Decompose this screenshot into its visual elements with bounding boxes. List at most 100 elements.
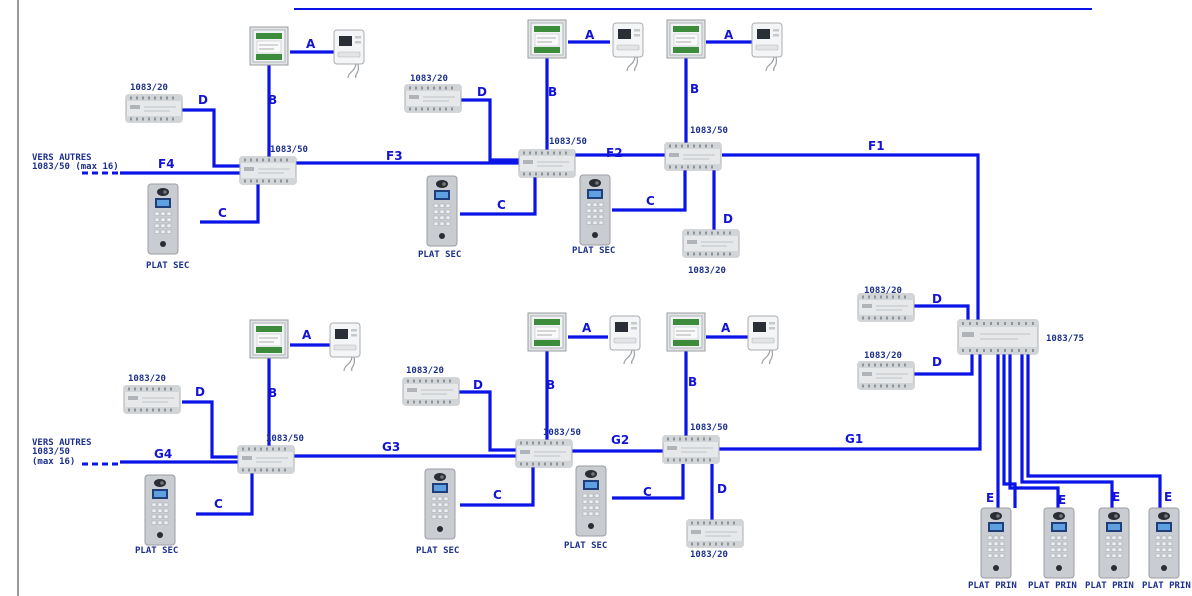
plat-sec-label: PLAT SEC (564, 541, 607, 551)
power-supply-label: 1083/20 (410, 74, 448, 84)
distributor-module (239, 156, 297, 185)
distributor-label: 1083/50 (690, 126, 728, 136)
interface-box (527, 312, 567, 352)
plat-prin-label: PLAT PRIN (1028, 581, 1077, 591)
power-supply-module (123, 385, 181, 414)
power-supply-label: 1083/20 (864, 351, 902, 361)
power-supply-label: 1083/20 (128, 374, 166, 384)
power-supply-module (682, 229, 740, 258)
wire-label-b: B (268, 93, 277, 107)
wire-label-c: C (646, 194, 655, 208)
interface-box (666, 19, 706, 59)
intercom-monitor (333, 29, 365, 79)
wire-label-d: D (932, 355, 942, 369)
wire-label-f1: F1 (868, 139, 885, 153)
intercom-monitor (747, 315, 779, 365)
interface-box (249, 319, 289, 359)
distributor-module (664, 142, 722, 171)
intercom-monitor (751, 22, 783, 72)
wire-label-g2: G2 (611, 433, 629, 447)
interface-box (666, 312, 706, 352)
intercom-monitor (329, 322, 361, 372)
plat-sec-label: PLAT SEC (572, 246, 615, 256)
power-supply-module (857, 293, 915, 322)
vers-autres-sub-label: 1083/50 (32, 447, 70, 457)
wire-label-b: B (546, 378, 555, 392)
power-supply-label: 1083/20 (690, 550, 728, 560)
vers-autres-label: VERS AUTRES (32, 438, 92, 448)
distributor-label: 1083/50 (549, 137, 587, 147)
distributor-module (515, 439, 573, 468)
wire-label-b: B (690, 82, 699, 96)
door-panel-prin (1148, 507, 1180, 579)
wire-label-a: A (721, 321, 731, 335)
wire-label-b: B (548, 85, 557, 99)
plat-sec-label: PLAT SEC (416, 546, 459, 556)
distributor-label: 1083/50 (266, 434, 304, 444)
device-labels: 1083/20 1083/50 PLAT SEC VERS AUTRES 108… (32, 74, 1191, 591)
distributor-module (518, 149, 576, 178)
wire-label-d: D (198, 93, 208, 107)
wire-label-d: D (717, 482, 727, 496)
wire-label-c: C (497, 198, 506, 212)
intercom-monitor (609, 315, 641, 365)
wire-label-b: B (268, 386, 277, 400)
vers-autres-sub-label: 1083/50 (max 16) (32, 162, 119, 172)
power-supply-label: 1083/20 (130, 83, 168, 93)
wire-label-d: D (932, 292, 942, 306)
power-supply-module (686, 519, 744, 548)
distributor-label: 1083/50 (543, 428, 581, 438)
door-panel-sec (426, 175, 458, 247)
door-panel-sec (424, 468, 456, 540)
wire-label-e: E (1058, 493, 1066, 507)
main-unit-label: 1083/75 (1046, 334, 1084, 344)
wire-label-f3: F3 (386, 149, 403, 163)
plat-sec-label: PLAT SEC (146, 261, 189, 271)
wire-label-f2: F2 (606, 146, 623, 160)
wire-label-g3: G3 (382, 440, 400, 454)
wire-label-e: E (986, 491, 994, 505)
wire-label-d: D (477, 85, 487, 99)
wire-label-g4: G4 (154, 447, 172, 461)
wire-label-c: C (643, 485, 652, 499)
power-supply-label: 1083/20 (406, 366, 444, 376)
plat-prin-label: PLAT PRIN (1085, 581, 1134, 591)
wire-label-g1: G1 (845, 432, 863, 446)
wire-label-b: B (688, 375, 697, 389)
power-supply-label: 1083/20 (864, 286, 902, 296)
wires (82, 40, 1162, 522)
door-panel-sec (144, 474, 176, 546)
distributor-module (662, 435, 720, 464)
wire-label-a: A (306, 37, 316, 51)
wire-label-c: C (493, 488, 502, 502)
wire-label-d: D (473, 378, 483, 392)
vers-autres-max-label: (max 16) (32, 457, 75, 467)
plat-prin-label: PLAT PRIN (1142, 581, 1191, 591)
door-panel-sec (579, 174, 611, 246)
interface-box (249, 26, 289, 66)
wire-label-c: C (218, 206, 227, 220)
distributor-label: 1083/50 (690, 423, 728, 433)
power-supply-module (857, 361, 915, 390)
top-edge-lines (17, 0, 1092, 596)
door-panel-sec (575, 465, 607, 537)
wire-labels: A B D F4 F3 C A B D F2 C A B C D F1 A B … (154, 28, 1172, 511)
plat-prin-label: PLAT PRIN (968, 581, 1017, 591)
power-supply-module (125, 94, 183, 123)
wire-label-d: D (195, 385, 205, 399)
wire-label-f4: F4 (158, 157, 175, 171)
plat-sec-label: PLAT SEC (135, 546, 178, 556)
power-supply-label: 1083/20 (688, 266, 726, 276)
door-panel-prin (1098, 507, 1130, 579)
distributor-module (237, 445, 295, 474)
wire-label-c: C (214, 497, 223, 511)
door-panel-prin (980, 507, 1012, 579)
door-panel-sec (147, 183, 179, 255)
wire-label-a: A (582, 321, 592, 335)
wire-label-a: A (724, 28, 734, 42)
interface-box (527, 19, 567, 59)
vers-autres-label: VERS AUTRES (32, 153, 92, 163)
wire-label-a: A (585, 28, 595, 42)
wire-label-e: E (1164, 490, 1172, 504)
